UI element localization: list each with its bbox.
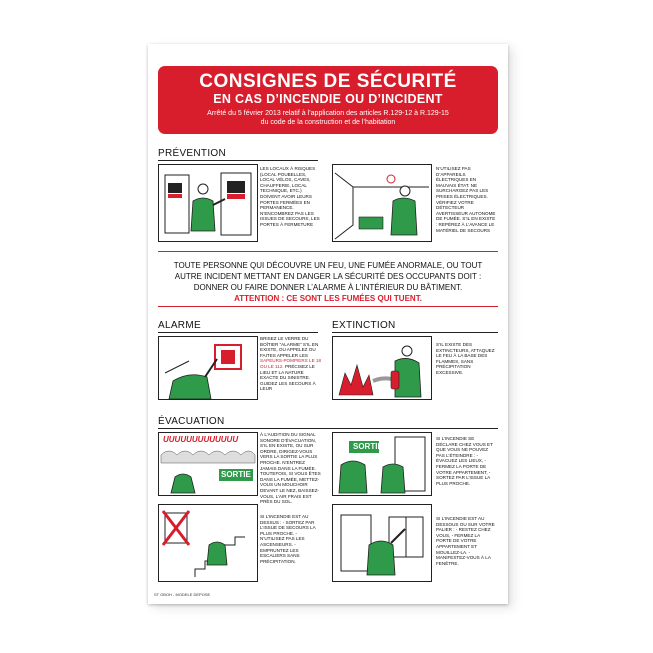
evacuation-illustration-door: SORTIE xyxy=(332,432,432,496)
prevention-text-left: LES LOCAUX À RISQUES (LOCAL POUBELLES, L… xyxy=(260,166,320,227)
exit-sign-1: SORTIE xyxy=(221,470,251,479)
section-underline xyxy=(332,332,498,333)
smoke-detector-icon xyxy=(334,172,429,240)
alarm-box-icon xyxy=(164,344,242,399)
fire-extinguisher-icon xyxy=(338,345,422,398)
alarm-text-b: PRÉCISEZ LE LIEU ET LA NATURE EXACTE DU … xyxy=(260,363,316,392)
alarm-text-a: BRISEZ LE VERRE DU BOÎTIER “ALARME” S’IL… xyxy=(260,336,319,358)
evacuation-text-4: SI L’INCENDIE EST AU DESSOUS OU SUR VOTR… xyxy=(436,516,495,566)
evacuation-text-3: SI L’INCENDIE EST AU DESSUS : - SORTEZ P… xyxy=(260,514,316,564)
alarm-text-emergency: SAPEURS-POMPIERS LE 18 OU LE 112. xyxy=(260,358,322,369)
extinction-text: S’IL EXISTE DES EXTINCTEURS, ATTAQUEZ LE… xyxy=(436,342,495,375)
decree-reference-1: Arrêté du 5 février 2013 relatif à l’app… xyxy=(207,110,449,117)
extinction-illustration xyxy=(332,336,432,400)
alert-bottom-rule xyxy=(158,306,498,307)
poster-header: CONSIGNES DE SÉCURITÉ EN CAS D’INCENDIE … xyxy=(158,66,498,134)
exit-sign-2: SORTIE xyxy=(353,442,383,451)
alert-text: TOUTE PERSONNE QUI DÉCOUVRE UN FEU, UNE … xyxy=(173,261,483,292)
prevention-illustration-detector xyxy=(332,164,432,242)
alarm-text: BRISEZ LE VERRE DU BOÎTIER “ALARME” S’IL… xyxy=(260,336,322,392)
evacuation-illustration-stairs xyxy=(158,504,258,582)
window-signal-icon xyxy=(340,514,424,576)
evacuation-text-1: À L’AUDITION DU SIGNAL SONORE D’ÉVACUATI… xyxy=(260,432,321,505)
exit-door-icon xyxy=(338,436,426,494)
smoke-exit-icon xyxy=(160,450,256,494)
prevention-text-right: N’UTILISEZ PAS D’APPAREILS ÉLECTRIQUES E… xyxy=(436,166,496,233)
section-evacuation: ÉVACUATION xyxy=(158,416,225,427)
stairs-no-elevator-icon xyxy=(161,510,245,577)
prevention-illustration-doors xyxy=(158,164,258,242)
poster-title: CONSIGNES DE SÉCURITÉ xyxy=(199,71,457,92)
alert-message: TOUTE PERSONNE QUI DÉCOUVRE UN FEU, UNE … xyxy=(166,260,490,304)
poster-subtitle: EN CAS D’INCENDIE OU D’INCIDENT xyxy=(213,92,443,106)
section-alarme: ALARME xyxy=(158,320,201,331)
evacuation-text-2: SI L’INCENDIE SE DÉCLARE CHEZ VOUS ET QU… xyxy=(436,436,493,486)
decree-reference-2: du code de la construction et de l’habit… xyxy=(260,119,396,126)
fire-door-icon xyxy=(164,172,252,236)
alert-top-rule xyxy=(158,251,498,252)
poster-footer: ST OBOH - MODELE DEPOSE xyxy=(154,592,211,597)
alarm-illustration xyxy=(158,336,258,400)
section-underline xyxy=(158,332,318,333)
section-underline xyxy=(158,428,498,429)
evacuation-illustration-window xyxy=(332,504,432,582)
section-underline xyxy=(158,160,318,161)
evacuation-illustration-smoke: UUUUUUUUUUUUU SORTIE xyxy=(158,432,258,496)
alert-warning: ATTENTION : CE SONT LES FUMÉES QUI TUENT… xyxy=(234,294,422,303)
section-prevention: PRÉVENTION xyxy=(158,148,227,159)
section-extinction: EXTINCTION xyxy=(332,320,396,331)
safety-poster: CONSIGNES DE SÉCURITÉ EN CAS D’INCENDIE … xyxy=(148,44,508,604)
alarm-sound-text: UUUUUUUUUUUUU xyxy=(163,435,239,444)
